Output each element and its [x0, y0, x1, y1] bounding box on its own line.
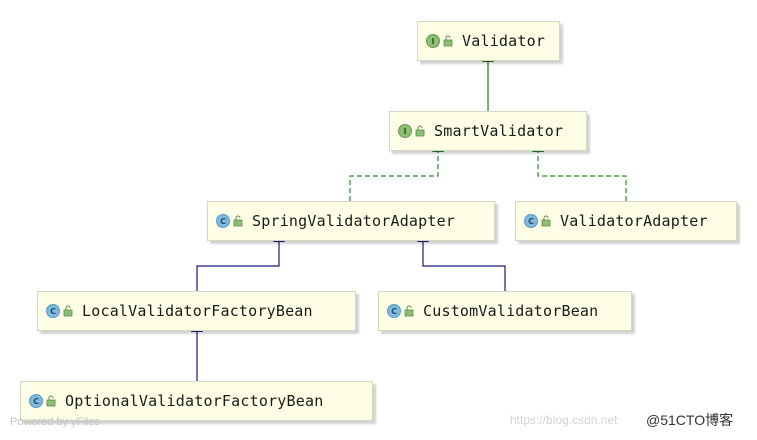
node-spring-validator-adapter[interactable]: C SpringValidatorAdapter [207, 201, 495, 241]
node-label: OptionalValidatorFactoryBean [65, 392, 324, 410]
powered-by-label: Powered by yFiles [10, 416, 100, 428]
node-label: LocalValidatorFactoryBean [82, 302, 313, 320]
edge-validator-adapter-to-smart-validator [532, 141, 627, 201]
node-label: SmartValidator [434, 122, 564, 140]
node-custom-validator-bean[interactable]: C CustomValidatorBean [378, 291, 632, 331]
node-smart-validator[interactable]: I SmartValidator [389, 111, 587, 151]
node-validator[interactable]: I Validator [417, 21, 560, 61]
watermark-url: https://blog.csdn.net [510, 413, 618, 427]
node-local-validator-factory-bean[interactable]: C LocalValidatorFactoryBean [37, 291, 356, 331]
node-label: Validator [462, 32, 546, 50]
class-icon: C [387, 304, 401, 318]
credit-label: @51CTO博客 [646, 412, 734, 428]
class-icon: C [29, 394, 43, 408]
unlock-icon [404, 305, 414, 317]
node-label: ValidatorAdapter [560, 212, 708, 230]
unlock-icon [541, 215, 551, 227]
unlock-icon [46, 395, 56, 407]
interface-icon: I [426, 34, 440, 48]
node-label: CustomValidatorBean [423, 302, 599, 320]
edge-custom-validator-bean-to-spring-validator-adapter [417, 231, 506, 291]
unlock-icon [443, 35, 453, 47]
class-icon: C [524, 214, 538, 228]
node-optional-validator-factory-bean[interactable]: C OptionalValidatorFactoryBean [20, 381, 373, 421]
class-icon: C [216, 214, 230, 228]
unlock-icon [415, 125, 425, 137]
edge-spring-validator-adapter-to-smart-validator [349, 141, 444, 201]
unlock-icon [63, 305, 73, 317]
interface-icon: I [398, 124, 412, 138]
node-validator-adapter[interactable]: C ValidatorAdapter [515, 201, 737, 241]
node-label: SpringValidatorAdapter [252, 212, 456, 230]
class-icon: C [46, 304, 60, 318]
unlock-icon [233, 215, 243, 227]
edge-local-validator-factory-bean-to-spring-validator-adapter [196, 231, 285, 291]
